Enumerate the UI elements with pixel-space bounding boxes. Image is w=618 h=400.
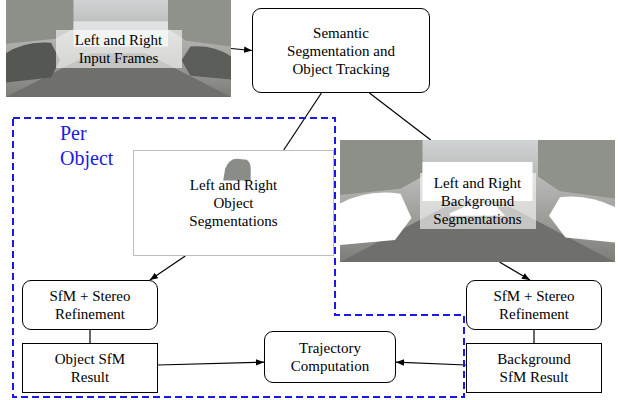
group-label: Per Object: [60, 121, 113, 171]
connector: [89, 330, 90, 343]
box-label: Semantic Segmentation and Object Trackin…: [271, 24, 411, 78]
process-box: SfM + Stereo Refinement: [22, 280, 158, 330]
box-label: SfM + Stereo Refinement: [40, 287, 140, 323]
box-label: Background SfM Result: [492, 350, 577, 386]
connector: [369, 93, 430, 140]
image-box: Left and Right Background Segmentations: [340, 140, 615, 262]
connector: [284, 93, 322, 150]
connector: [533, 330, 534, 343]
box-label: Object SfM Result: [48, 350, 133, 386]
connector: [396, 362, 466, 365]
box-label: Left and Right Input Frames: [56, 30, 182, 68]
connector: [231, 49, 252, 51]
box-label: Left and Right Background Segmentations: [420, 173, 536, 229]
process-box: SfM + Stereo Refinement: [466, 280, 602, 330]
image-box: Left and Right Object Segmentations: [133, 150, 334, 256]
process-box: Trajectory Computation: [264, 331, 396, 383]
box-label: SfM + Stereo Refinement: [484, 287, 584, 323]
process-box: Object SfM Result: [22, 343, 158, 393]
box-label: Trajectory Computation: [285, 339, 375, 375]
box-label: Left and Right Object Segmentations: [179, 176, 289, 230]
connector: [150, 256, 185, 280]
process-box: Background SfM Result: [466, 343, 602, 393]
image-box: Left and Right Input Frames: [6, 0, 231, 97]
connector: [158, 362, 264, 365]
connector: [500, 262, 530, 280]
process-box: Semantic Segmentation and Object Trackin…: [252, 8, 430, 93]
